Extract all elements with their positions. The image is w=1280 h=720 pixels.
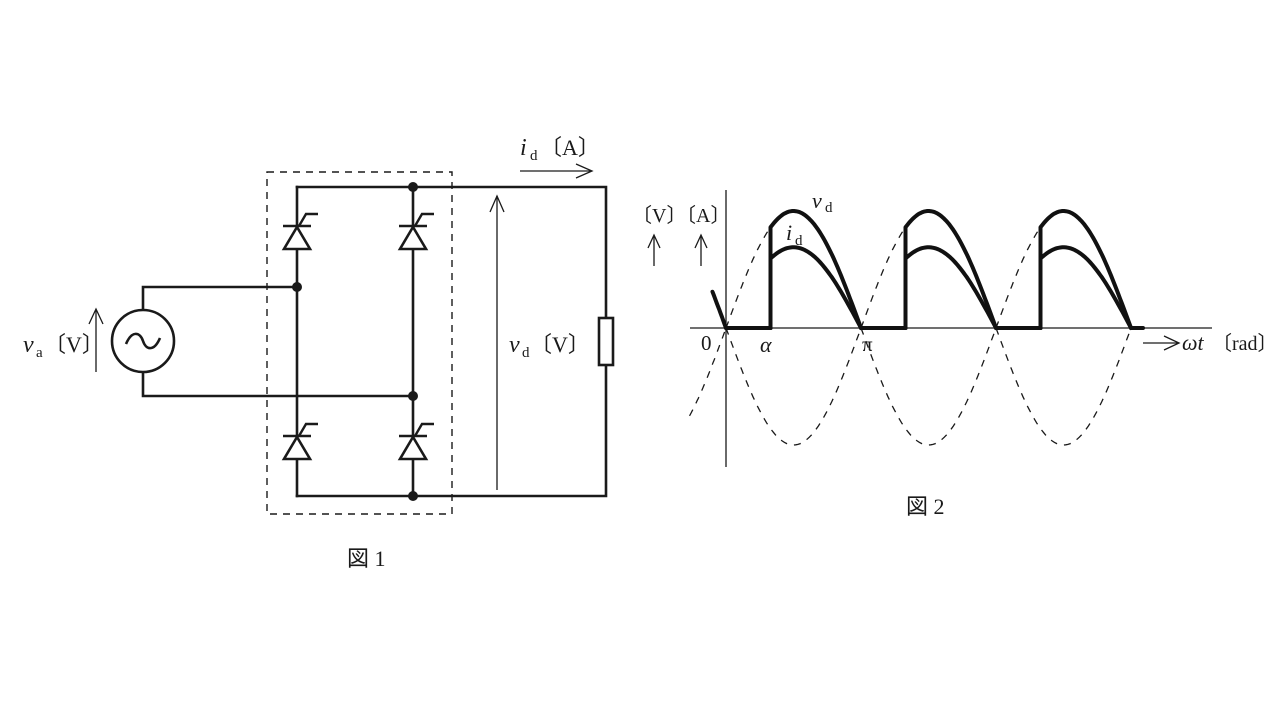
thyristor-icon	[281, 212, 318, 251]
curve-label-vd: v	[812, 188, 822, 213]
vd-pulse	[903, 209, 998, 330]
figure-2-waveform: 〔V〕 〔A〕 0 α π v d i d ωt 〔rad〕 図 2	[632, 188, 1278, 519]
curve-label-vd-subscript: d	[825, 200, 833, 216]
figure-2-caption: 図 2	[906, 494, 945, 519]
ac-source-icon	[110, 308, 176, 374]
source-voltage-subscript: a	[36, 345, 43, 361]
id-pulse	[768, 245, 863, 330]
vd-pulse	[1038, 209, 1133, 330]
source-voltage-unit: 〔V〕	[44, 332, 104, 357]
dashed-sine-lead-in	[688, 327, 727, 417]
dashed-sine-positive-half	[995, 210, 1132, 329]
figure-1-caption: 図 1	[347, 546, 386, 571]
output-current-symbol: i	[520, 135, 527, 161]
source-voltage-symbol: v	[23, 332, 34, 358]
tick-label-pi: π	[862, 332, 873, 356]
output-voltage-arrow-icon	[489, 194, 505, 490]
curve-label-id-subscript: d	[795, 233, 803, 249]
bridge-enclosure	[266, 171, 453, 515]
y-unit-volt-label: 〔V〕	[632, 204, 686, 227]
output-current-unit: 〔A〕	[540, 135, 600, 160]
source-voltage-arrow-icon	[88, 307, 104, 372]
tick-label-zero: 0	[701, 331, 712, 355]
id-pulse	[903, 245, 998, 330]
source-top-wire	[141, 285, 299, 312]
thyristor-icon	[397, 212, 434, 251]
dashed-sine-positive-half	[860, 210, 997, 329]
vd-pulse	[768, 209, 863, 330]
output-current-subscript: d	[530, 148, 538, 164]
thyristor-icon	[397, 422, 434, 461]
id-pulse	[1038, 245, 1133, 330]
source-bottom-wire	[141, 370, 415, 398]
dashed-sine-negative-half	[725, 327, 862, 446]
output-voltage-subscript: d	[522, 345, 530, 361]
figure-1-circuit: v a 〔V〕 v d 〔V〕 i d 〔A〕 図 1	[23, 135, 615, 571]
junction-node	[408, 491, 418, 501]
junction-node	[408, 182, 418, 192]
tick-label-alpha: α	[760, 332, 772, 357]
dashed-sine-negative-half	[995, 327, 1132, 446]
output-current-arrow-icon	[520, 163, 594, 179]
thyristor-icon	[281, 422, 318, 461]
bottom-rail	[295, 363, 608, 498]
x-axis-arrow-icon	[1143, 335, 1181, 351]
y-unit-amp-label: 〔A〕	[676, 204, 730, 227]
output-waveform-series	[710, 209, 1145, 330]
dashed-sine-negative-half	[860, 327, 997, 446]
vd-previous-pulse-tail	[710, 289, 728, 330]
output-voltage-unit: 〔V〕	[530, 332, 590, 357]
junction-node	[292, 282, 302, 292]
y-unit-volt-arrow-icon	[647, 233, 661, 266]
output-voltage-symbol: v	[509, 332, 520, 358]
junction-node	[408, 391, 418, 401]
load-resistor-icon	[597, 316, 615, 367]
y-unit-amp-arrow-icon	[694, 233, 708, 266]
x-axis-unit: 〔rad〕	[1212, 332, 1278, 355]
x-axis-variable: ωt	[1182, 330, 1205, 355]
curve-label-id: i	[786, 220, 792, 245]
dashed-sine-positive-half	[725, 210, 862, 329]
top-rail	[295, 185, 608, 320]
